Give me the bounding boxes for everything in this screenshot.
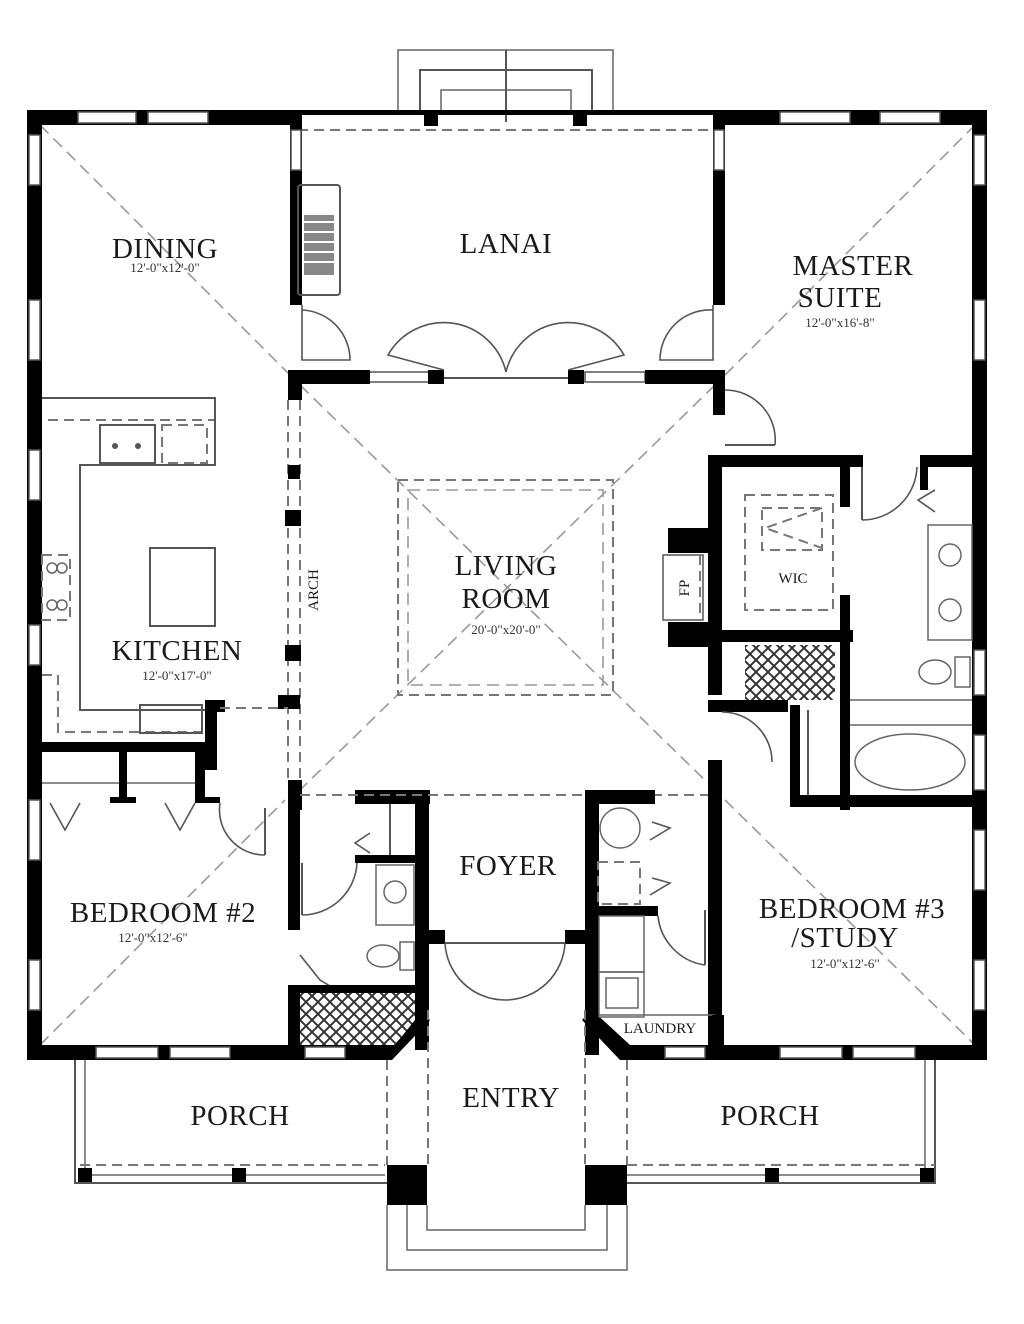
room-foyer-name: FOYER: [459, 850, 557, 882]
windows: [28, 111, 986, 1059]
room-laundry-name: LAUNDRY: [624, 1021, 697, 1037]
arch-label: ARCH: [306, 569, 322, 611]
kitchen-counters: [41, 397, 216, 734]
tray-ceiling: [397, 479, 614, 696]
fireplace-label: FP: [677, 580, 693, 597]
room-bedroom3-name-2: /STUDY: [791, 922, 899, 954]
diagonal-guides: [39, 124, 976, 1046]
laundry-area: [597, 790, 724, 1060]
fireplace-icon: [662, 515, 722, 695]
bedroom2-closet: [42, 700, 288, 856]
room-master-name-2: SUITE: [798, 282, 883, 314]
room-living-dim: 20'-0"x20'-0": [471, 622, 540, 637]
grill-icon: [297, 184, 341, 296]
foyer-walls: [300, 790, 715, 1165]
room-master-dim: 12'-0"x16'-8": [805, 315, 874, 330]
room-kitchen-name: KITCHEN: [112, 635, 243, 667]
room-labels: DINING 12'-0"x12'-0" LANAI MASTER SUITE …: [70, 228, 945, 1132]
room-porch-left-name: PORCH: [190, 1100, 289, 1132]
room-living-name-2: ROOM: [461, 583, 550, 615]
hall-bath: [288, 790, 430, 1055]
lanai-living-wall: [288, 305, 725, 384]
room-bedroom2-dim: 12'-0"x12'-6": [118, 930, 187, 945]
room-dining-name: DINING: [112, 233, 218, 265]
porches: [74, 1060, 936, 1271]
room-kitchen-dim: 12'-0"x17'-0": [142, 668, 211, 683]
room-entry-name: ENTRY: [462, 1082, 560, 1114]
room-bedroom3-name-1: BEDROOM #3: [759, 893, 945, 925]
storage-hatch: [745, 645, 835, 700]
room-porch-right-name: PORCH: [720, 1100, 819, 1132]
post: [424, 112, 438, 126]
master-bath-walls: [708, 375, 975, 810]
linen-closet: [300, 993, 415, 1045]
room-wic-name: WIC: [778, 571, 807, 587]
room-dining-dim: 12'-0"x12'-0": [130, 260, 199, 275]
room-bedroom3-dim: 12'-0"x12'-6": [810, 956, 879, 971]
post: [573, 112, 587, 126]
arch-opening: [278, 370, 302, 810]
walk-in-closet: [744, 494, 834, 611]
room-master-name-1: MASTER: [793, 250, 914, 282]
room-living-name-1: LIVING: [455, 550, 558, 582]
kitchen-island: [149, 547, 216, 627]
room-bedroom2-name: BEDROOM #2: [70, 897, 256, 929]
room-lanai-name: LANAI: [460, 228, 553, 260]
